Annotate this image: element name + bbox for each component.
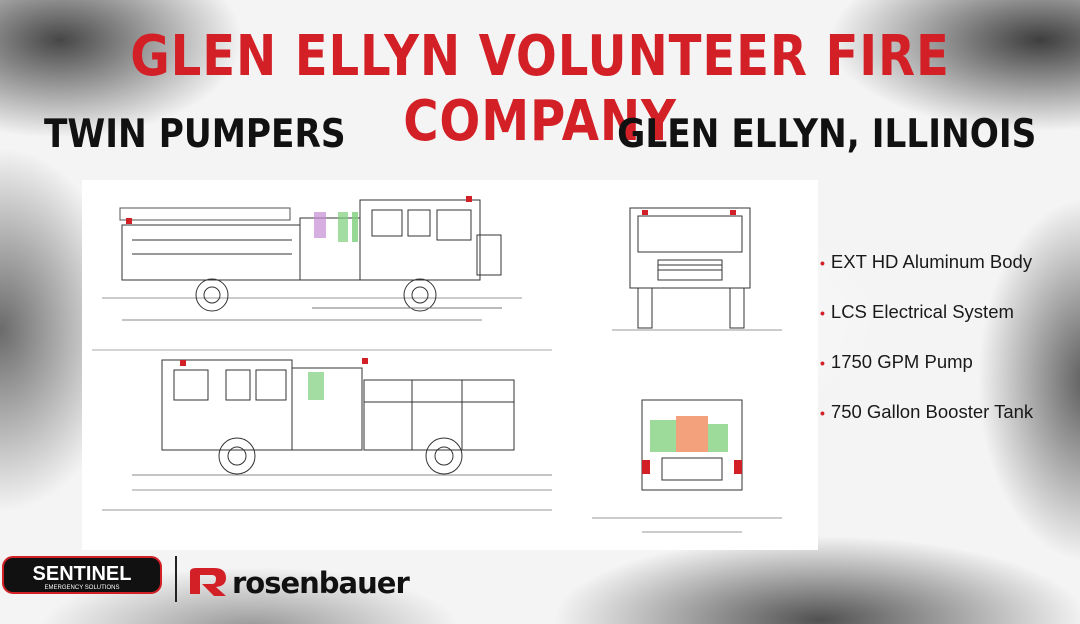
svg-text:SENTINEL: SENTINEL: [33, 563, 132, 585]
bullet-icon: •: [820, 305, 825, 321]
sentinel-logo: SENTINEL EMERGENCY SOLUTIONS: [2, 556, 162, 594]
feature-list: •EXT HD Aluminum Body •LCS Electrical Sy…: [820, 250, 1033, 450]
page-title: GLEN ELLYN VOLUNTEER FIRE COMPANY: [130, 24, 950, 154]
truck-front-view: [612, 207, 782, 331]
bullet-icon: •: [820, 355, 825, 371]
feature-item: •1750 GPM Pump: [820, 351, 973, 372]
truck-rear-view: [592, 399, 782, 533]
subtitle-location: GLEN ELLYN, ILLINOIS: [616, 112, 1036, 157]
bullet-icon: •: [820, 405, 825, 421]
feature-item: •LCS Electrical System: [820, 301, 1014, 322]
blueprint-panel: [82, 180, 818, 550]
bullet-icon: •: [820, 255, 825, 271]
rosenbauer-logo-text: rosenbauer: [232, 566, 410, 600]
fire-truck-blueprint: [92, 196, 782, 533]
feature-item: •750 Gallon Booster Tank: [820, 401, 1034, 422]
feature-item: •EXT HD Aluminum Body: [820, 251, 1033, 272]
rosenbauer-logo-icon: [190, 568, 226, 596]
svg-text:EMERGENCY SOLUTIONS: EMERGENCY SOLUTIONS: [45, 585, 120, 591]
logo-divider: [175, 556, 177, 602]
subtitle-truck-type: TWIN PUMPERS: [44, 112, 346, 157]
truck-side-view-lower: [92, 349, 552, 511]
truck-side-view-upper: [102, 196, 522, 321]
